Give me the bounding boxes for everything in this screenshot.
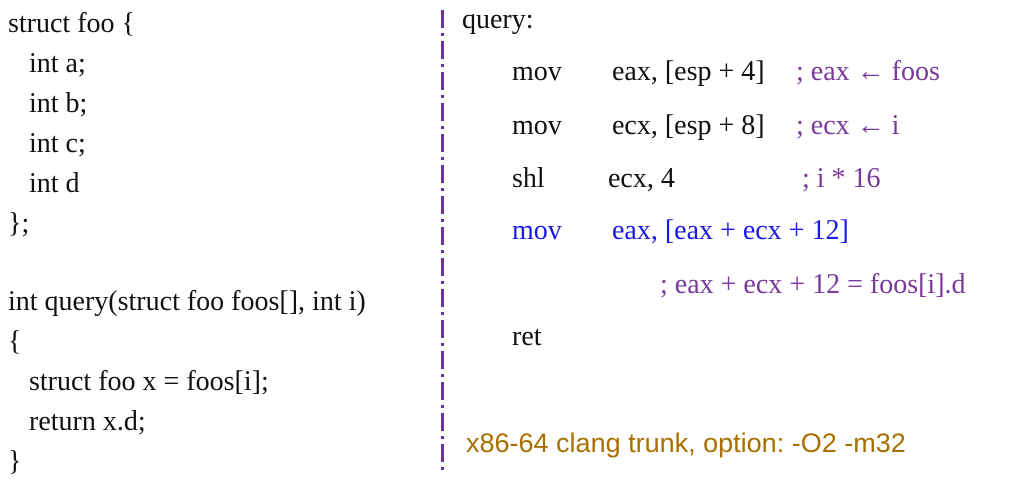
asm-comment: ; ecx ← i: [796, 110, 900, 141]
asm-args: eax, [esp + 4]: [612, 56, 765, 87]
code-line: int d: [8, 168, 80, 199]
code-line: return x.d;: [8, 406, 146, 437]
code-line: {: [8, 326, 22, 357]
asm-op: shl: [512, 163, 545, 194]
asm-comment: ; eax + ecx + 12 = foos[i].d: [660, 269, 966, 300]
code-line: };: [8, 208, 30, 239]
asm-op: mov: [512, 215, 562, 246]
code-line: int b;: [8, 88, 88, 119]
code-line: int query(struct foo foos[], int i): [8, 286, 366, 317]
asm-comment: ; eax ← foos: [796, 56, 940, 87]
code-line: int a;: [8, 48, 86, 79]
asm-args: ecx, [esp + 8]: [612, 110, 765, 141]
code-line: struct foo x = foos[i];: [8, 366, 269, 397]
asm-op: mov: [512, 56, 562, 87]
code-line: int c;: [8, 128, 86, 159]
asm-comment: ; i * 16: [802, 163, 881, 194]
asm-args: eax, [eax + ecx + 12]: [612, 215, 849, 246]
asm-label: query:: [462, 4, 534, 35]
code-line: struct foo {: [8, 8, 135, 39]
asm-args: ecx, 4: [608, 163, 675, 194]
dash-dot-divider: [441, 10, 444, 472]
compiler-caption: x86-64 clang trunk, option: -O2 -m32: [466, 428, 906, 458]
asm-op: mov: [512, 110, 562, 141]
code-line: }: [8, 446, 22, 477]
asm-op: ret: [512, 321, 542, 352]
